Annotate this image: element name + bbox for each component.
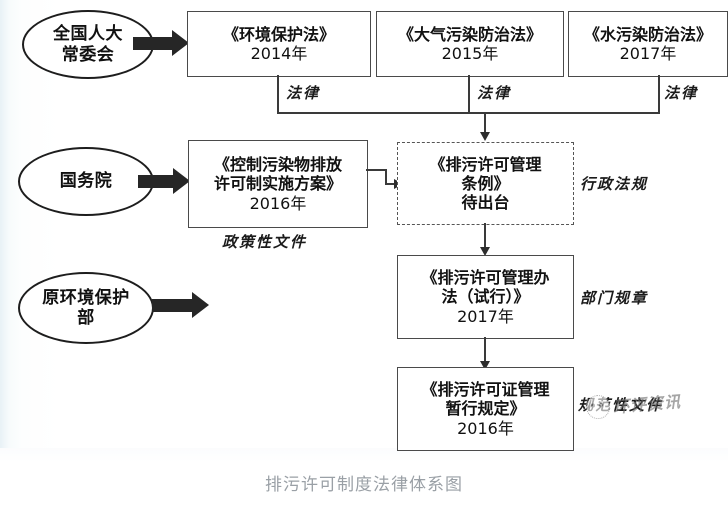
policy-line3: 2016年 (249, 193, 307, 213)
tier-label-department-rule: 部门规章 (580, 289, 649, 307)
connector-policy-to-regulation-drop (385, 169, 387, 183)
dept-rule-line2: 法（试行）》 (441, 287, 530, 307)
figure-caption: 排污许可制度法律体系图 (265, 475, 463, 495)
actor-npc-label-line2: 常委会 (61, 44, 115, 65)
normative-line1: 《排污许可证管理 (421, 380, 550, 400)
connector-policy-to-regulation-run (385, 183, 397, 185)
department-rule-box: 《排污许可管理办 法（试行）》 2017年 (397, 255, 574, 339)
policy-document-box: 《控制污染物排放 许可制实施方案》 2016年 (188, 140, 368, 228)
tier-label-administrative-regulation: 行政法规 (580, 175, 649, 193)
arrowhead-dept-rule-to-normative (480, 361, 490, 370)
connector-dept-rule-to-normative (484, 337, 486, 363)
connector-policy-to-regulation-top (366, 169, 386, 171)
law-title: 《环境保护法》 (222, 24, 335, 44)
law-title: 《水污染防治法》 (583, 24, 712, 44)
actor-npc-label-line1: 全国人大 (53, 24, 123, 45)
normative-document-box: 《排污许可证管理 暂行规定》 2016年 (397, 367, 574, 451)
block-arrow-state-council-to-policy (138, 168, 190, 194)
connector-law-bus (277, 112, 660, 114)
tier-label-law-2: 法律 (477, 84, 512, 102)
tier-label-policy-document: 政策性文件 (222, 233, 308, 251)
connector-law-air-drop (468, 75, 470, 113)
actor-former-mep-label-line1: 原环境保护 (42, 287, 130, 308)
actor-state-council: 国务院 (18, 147, 154, 216)
canvas-bottom-fade (0, 448, 728, 462)
policy-line1: 《控制污染物排放 (213, 155, 342, 175)
law-box-water-pollution: 《水污染防治法》 2017年 (568, 11, 728, 77)
normative-year: 2016年 (457, 418, 514, 438)
actor-state-council-label: 国务院 (59, 171, 113, 192)
block-arrow-npc-to-law (133, 30, 189, 56)
dept-rule-year: 2017年 (457, 306, 514, 326)
regulation-line1: 《排污许可管理 (429, 154, 542, 174)
law-year: 2017年 (619, 44, 677, 63)
law-title: 《大气污染防治法》 (397, 24, 542, 44)
policy-line2: 许可制实施方案》 (213, 174, 342, 194)
connector-law-water-drop (658, 75, 660, 113)
regulation-status: 待出台 (461, 193, 510, 213)
tier-label-law-1: 法律 (286, 84, 321, 102)
dept-rule-line1: 《排污许可管理办 (421, 268, 550, 288)
actor-former-mep: 原环境保护 部 (18, 272, 154, 344)
normative-line2: 暂行规定》 (445, 399, 526, 419)
actor-npc-standing-committee: 全国人大 常委会 (22, 10, 154, 79)
connector-regulation-to-dept-rule (484, 223, 486, 249)
regulation-line2: 条例》 (461, 173, 510, 193)
actor-former-mep-label-line2: 部 (77, 308, 95, 328)
law-box-air-pollution: 《大气污染防治法》 2015年 (376, 11, 564, 77)
connector-bus-to-regulation (484, 112, 486, 134)
tier-label-law-3: 法律 (664, 84, 699, 102)
arrowhead-regulation-to-dept-rule (480, 247, 490, 256)
law-box-environmental-protection: 《环境保护法》 2014年 (187, 11, 371, 77)
arrowhead-bus-to-regulation (480, 132, 490, 141)
dotted-circle-logo-icon (585, 394, 612, 421)
regulation-box-pending: 《排污许可管理 条例》 待出台 (397, 142, 574, 225)
law-year: 2015年 (441, 44, 499, 63)
connector-law-env-drop (277, 75, 279, 113)
law-year: 2014年 (250, 44, 308, 63)
block-arrow-mep-to-rules (152, 292, 210, 318)
